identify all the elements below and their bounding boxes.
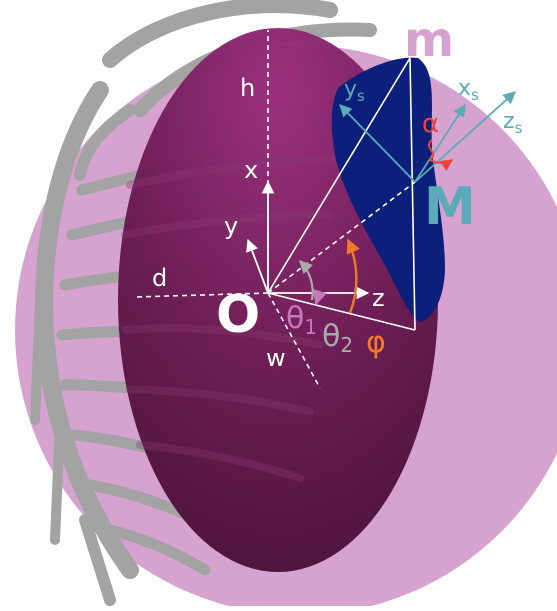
alpha-arc [427, 139, 453, 171]
label-x: x [244, 156, 258, 184]
label-m: m [404, 12, 454, 68]
label-O: O [216, 285, 260, 345]
label-z: z [372, 284, 385, 312]
labels: m M O h x y z d w θ1 θ2 φ α ys xs zs [152, 12, 523, 372]
theta2-arc [299, 260, 314, 301]
label-w: w [266, 344, 286, 372]
axis-ys-arrow [339, 104, 416, 183]
rib-shadow [121, 154, 344, 482]
label-y: y [224, 212, 238, 240]
phi-arc [346, 238, 360, 314]
label-zs: zs [503, 109, 523, 137]
label-ys: ys [344, 77, 365, 105]
segment-shape [331, 57, 445, 322]
label-phi: φ [366, 325, 386, 360]
label-theta2: θ2 [322, 319, 353, 357]
label-alpha: α [422, 109, 439, 139]
label-M: M [424, 177, 476, 237]
local-axes-M [339, 91, 516, 183]
axis-zs-arrow [414, 91, 516, 183]
label-h: h [240, 74, 255, 102]
label-xs: xs [458, 76, 479, 104]
geometry-lines [134, 30, 416, 389]
theta1-arc [312, 288, 328, 306]
label-theta1: θ1 [286, 301, 317, 339]
label-d: d [152, 264, 167, 292]
axis-xs-arrow [414, 103, 466, 183]
axis-y-arrow [246, 238, 269, 294]
